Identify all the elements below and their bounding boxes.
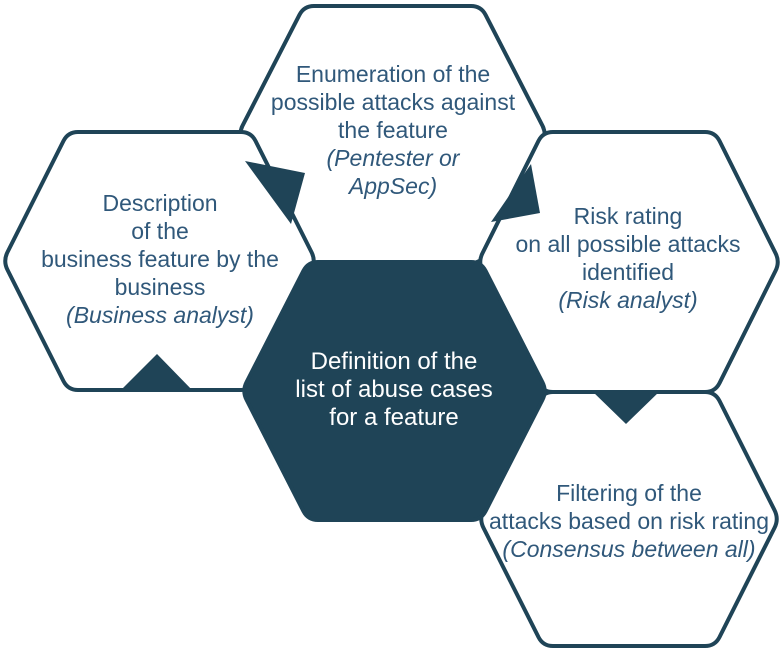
label-risk-rating-line: Risk rating bbox=[573, 203, 683, 229]
label-definition-line: Definition of the bbox=[310, 348, 478, 375]
label-definition-center: Definition of the list of abuse cases fo… bbox=[295, 348, 492, 432]
label-enumeration-role: AppSec) bbox=[348, 173, 438, 199]
label-description-line: business feature by the bbox=[41, 246, 279, 272]
label-risk-rating-line: on all possible attacks bbox=[515, 231, 741, 257]
label-enumeration-role: (Pentester or bbox=[326, 145, 460, 171]
arrow-top-to-right-icon bbox=[491, 164, 540, 222]
label-enumeration-line: Enumeration of the bbox=[295, 61, 491, 87]
label-enumeration-line: the feature bbox=[338, 117, 448, 143]
label-enumeration-line: possible attacks against bbox=[270, 89, 516, 115]
label-definition-line: list of abuse cases bbox=[295, 376, 493, 403]
label-description-line: Description bbox=[102, 190, 218, 216]
hexagon-definition-center bbox=[242, 260, 547, 522]
label-definition-line: for a feature bbox=[329, 404, 459, 431]
label-filtering-line: attacks based on risk rating bbox=[489, 508, 769, 534]
hexagon-filtering bbox=[479, 390, 779, 648]
arrow-right-to-bottom-right-icon bbox=[591, 390, 661, 424]
label-risk-rating-line: identified bbox=[581, 259, 675, 285]
arrow-left-to-top-icon bbox=[245, 161, 305, 224]
label-risk-rating: Risk rating on all possible attacks iden… bbox=[515, 202, 740, 314]
label-filtering-role: (Consensus between all) bbox=[502, 536, 756, 562]
label-risk-rating-role: (Risk analyst) bbox=[558, 287, 698, 313]
label-enumeration: Enumeration of the possible attacks agai… bbox=[271, 60, 515, 200]
label-filtering: Filtering of the attacks based on risk r… bbox=[489, 479, 769, 563]
label-description-line: business bbox=[114, 274, 206, 300]
label-description-role: (Business analyst) bbox=[66, 302, 254, 328]
label-description-line: of the bbox=[131, 218, 189, 244]
label-filtering-line: Filtering of the bbox=[556, 480, 702, 506]
arrow-into-left-icon bbox=[119, 354, 194, 392]
label-description: Description of the business feature by t… bbox=[41, 189, 279, 329]
